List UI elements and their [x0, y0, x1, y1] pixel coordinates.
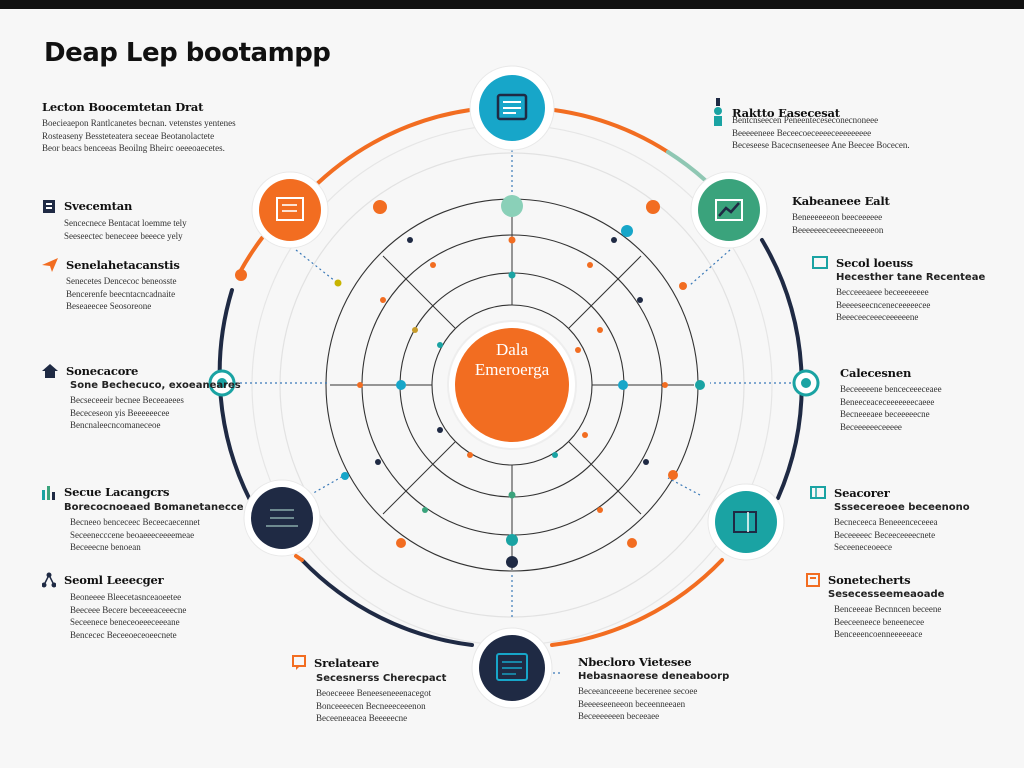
- hub-label: Dala Emeroerga: [450, 340, 574, 380]
- node-top: [469, 65, 555, 151]
- block-subtitle: Sssecereoee beceenono: [834, 502, 970, 513]
- ring-segment: [666, 150, 707, 182]
- block-top-right: Raktto Easecesat Bentcnseecen Peneentece…: [712, 98, 982, 152]
- node-bottom-left: [243, 479, 321, 557]
- block-title: Calecesnen: [840, 366, 912, 380]
- block-title: Secue Lacangcrs: [64, 485, 170, 499]
- ring-segment: [316, 108, 472, 185]
- block-title: Nbecloro Vietesee: [578, 655, 692, 669]
- block-right-4: Seacorer Sssecereoee beceenono Becneceec…: [810, 486, 990, 554]
- clipboard-icon: [42, 198, 56, 214]
- message-icon: [292, 655, 306, 671]
- block-right-5: Sonetecherts Sesecesseemeaoade Benceeeae…: [806, 573, 986, 641]
- block-bottom-right: Nbecloro Vietesee Hebasnaorese deneaboor…: [578, 655, 748, 723]
- node-bottom-right: [707, 483, 785, 561]
- hub-line-2: Emeroerga: [474, 360, 550, 379]
- home-icon: [42, 364, 58, 378]
- ring-segment: [760, 238, 804, 500]
- block-title: Sonetecherts: [828, 573, 911, 587]
- screen-icon: [812, 256, 828, 270]
- ring-segment: [294, 554, 304, 562]
- block-title: Senelahetacanstis: [66, 258, 180, 272]
- block-right-2: Secol loeuss Hecesther tane Recenteae Be…: [812, 256, 1002, 324]
- node-top-right: [690, 171, 768, 249]
- block-left-2: Senelahetacanstis Senecetes Dencecoc ben…: [42, 258, 257, 313]
- block-left-3: Sonecacore Sone Bechecuco, exoeaneares B…: [42, 364, 257, 432]
- person-icon: [712, 98, 724, 128]
- hub-circle: [455, 328, 569, 442]
- block-subtitle: Hecesther tane Recenteae: [836, 272, 986, 283]
- block-text: Boecieaepon Rantlcanetes becnan. vetenst…: [42, 118, 236, 153]
- send-icon: [42, 258, 58, 272]
- outer-ring: [217, 108, 804, 647]
- block-title: Secol loeuss: [836, 256, 913, 270]
- block-subtitle: Hebasnaorese deneaboorp: [578, 671, 730, 682]
- block-left-1: Svecemtan Sencecnece Bentacat loemme tel…: [42, 198, 257, 242]
- ring-segment: [550, 558, 724, 647]
- block-title: Svecemtan: [64, 199, 133, 213]
- block-left-4: Secue Lacangcrs Borecocnoeaed Bomanetane…: [42, 484, 257, 554]
- layout-icon: [810, 486, 826, 500]
- hub-line-1: Dala: [495, 340, 529, 359]
- block-subtitle: Sesecesseemeaoade: [828, 589, 945, 600]
- block-title: Srelateare: [314, 656, 379, 670]
- block-left-5: Seoml Leeecger Beoneeee Bleecetasnceaoee…: [42, 572, 282, 641]
- block-title: Seoml Leeecger: [64, 573, 164, 587]
- block-bottom-left: Srelateare Secesnerss Cherecpact Beoecee…: [292, 655, 462, 725]
- ring-segment: [217, 288, 252, 502]
- block-title: Sonecacore: [66, 364, 139, 378]
- top-border: [0, 0, 1024, 9]
- block-subtitle: Sone Bechecuco, exoeaneares: [70, 380, 241, 391]
- network-icon: [42, 572, 56, 588]
- web-spokes: [330, 200, 694, 570]
- ring-segment: [552, 108, 670, 154]
- block-title: Seacorer: [834, 486, 890, 500]
- node-bottom: [471, 627, 553, 709]
- block-title: Raktto Easecesat: [732, 106, 840, 120]
- block-subtitle: Borecocnoeaed Bomanetanecce: [64, 502, 244, 513]
- paper-icon: [806, 573, 820, 587]
- node-top-left: [251, 171, 329, 249]
- ring-segment: [300, 558, 474, 647]
- block-title: Kabeaneee Ealt: [792, 194, 890, 208]
- block-title: Lecton Boocemtetan Drat: [42, 100, 204, 114]
- block-top-left: Lecton Boocemtetan Drat Boecieaepon Rant…: [42, 100, 282, 155]
- page-title: Deap Lep bootampp: [44, 38, 331, 68]
- web-dots: [235, 195, 705, 568]
- chart-icon: [42, 484, 56, 500]
- block-subtitle: Secesnerss Cherecpact: [316, 673, 447, 684]
